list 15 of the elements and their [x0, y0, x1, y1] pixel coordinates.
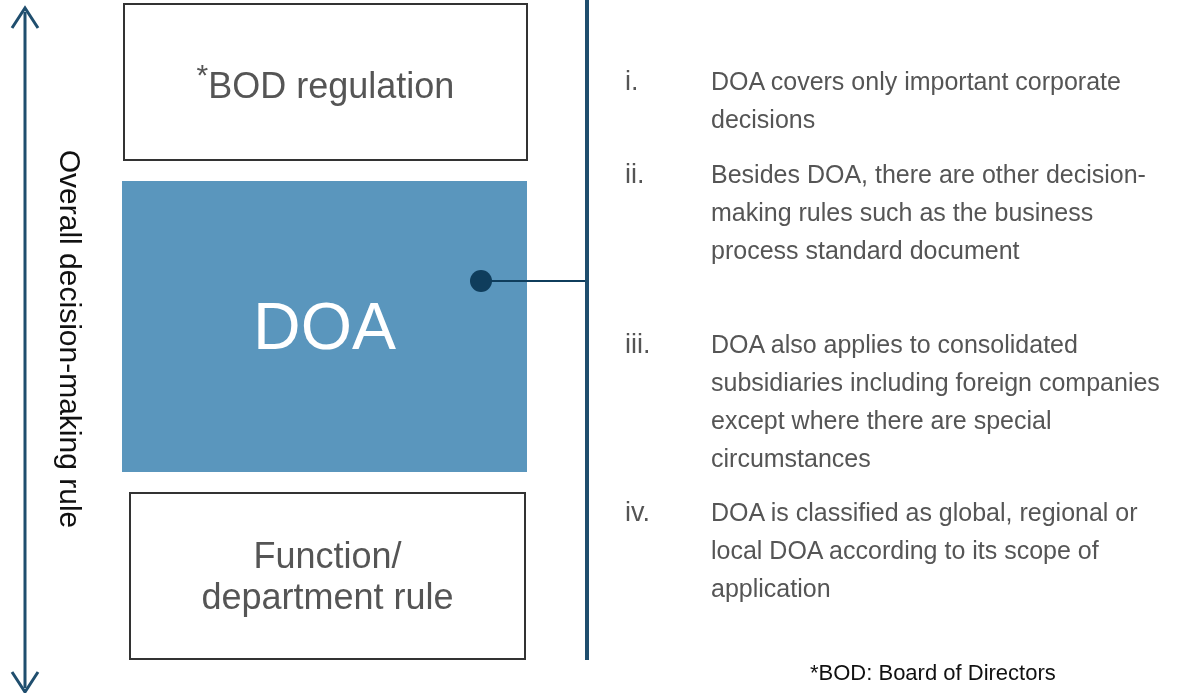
- list-numeral: iii.: [625, 328, 651, 361]
- list-numeral: ii.: [625, 158, 645, 191]
- leader-line: [470, 270, 586, 292]
- list-item-text: DOA covers only important corporate decisions: [711, 66, 1122, 135]
- highlighted-box: [122, 181, 527, 472]
- list-numeral: i.: [625, 65, 639, 98]
- list-item-text: Besides DOA, there are other decision-making rules such as the business process standard document: [711, 159, 1147, 266]
- list-item-text: DOA is classified as global, regional or local DOA according to its scope of application: [711, 497, 1139, 604]
- box-label: Function/ department rule: [200, 534, 455, 618]
- list-numeral: iv.: [625, 496, 650, 529]
- list-item-text: DOA also applies to consolidated subsidiaries including foreign companies except where there are special circumstances: [711, 329, 1161, 474]
- footnote: *BOD: Board of Directors: [810, 659, 1056, 687]
- axis-label: Overall decision-making rule: [53, 148, 88, 531]
- box-label: DOA: [252, 288, 397, 365]
- box-label: $^{*}$BOD regulation: [195, 57, 456, 107]
